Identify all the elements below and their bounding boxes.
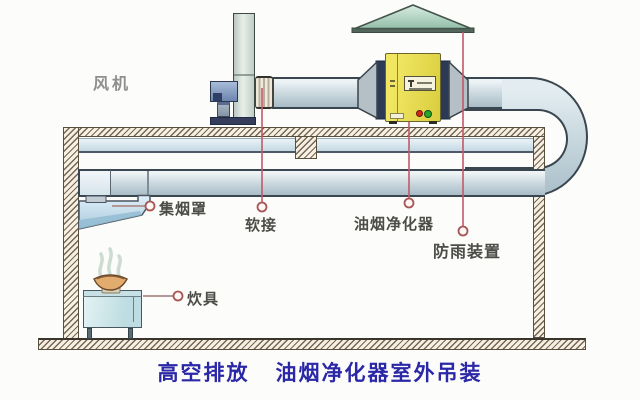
purifier-foot: [389, 121, 397, 124]
cooker-leg: [87, 328, 92, 339]
fan-inlet: [213, 93, 222, 101]
purifier-door-seam: [397, 54, 398, 121]
leader-lines-gray: [112, 205, 173, 297]
purifier-sticker: [390, 113, 404, 119]
duct-cone-left: [357, 60, 378, 120]
indoor-duct: [78, 169, 545, 197]
label-soft-joint: 软接: [245, 217, 278, 234]
soft-joint-leader-dot: [256, 201, 268, 213]
rain-guard-leader-dot: [457, 225, 469, 237]
logo-mark: [409, 88, 432, 90]
leader-dots: [144, 197, 469, 302]
label-hood: 集烟罩: [159, 201, 208, 218]
left-wall: [63, 127, 79, 339]
purifier-door-mark: [390, 80, 395, 82]
ceiling-beam-stub: [295, 136, 317, 159]
purifier-logo-plate: [404, 76, 436, 91]
label-fan: 风机: [93, 76, 132, 93]
right-wall: [533, 136, 545, 338]
flexible-joint: [255, 76, 273, 109]
diagram-title: 高空排放 油烟净化器室外吊装: [0, 357, 640, 387]
cooker-leg: [128, 328, 133, 339]
wok-rim: [96, 275, 125, 280]
leader-lines-red: [261, 32, 464, 226]
exhaust-stack-joint: [234, 74, 254, 76]
purifier-foot: [429, 121, 437, 124]
label-rain-guard: 防雨装置: [433, 244, 502, 261]
smoke-hood-shading: [79, 211, 142, 229]
floor: [38, 338, 586, 350]
purifier-green-button: [424, 110, 432, 118]
diagram-title-right: 油烟净化器室外吊装: [275, 362, 483, 385]
purifier-leader-dot: [403, 197, 415, 209]
purifier-door-mark: [390, 85, 395, 87]
fan-pedestal: [217, 102, 230, 117]
label-purifier: 油烟净化器: [354, 216, 435, 233]
steam: [98, 247, 123, 278]
logo-mark: [410, 80, 412, 87]
duct-cone-right: [448, 60, 469, 120]
hood-duct-connector: [85, 195, 107, 203]
fan-base-plate: [210, 117, 256, 125]
wok: [93, 274, 128, 291]
label-cooker: 炊具: [187, 291, 220, 308]
indoor-duct-joint: [147, 171, 149, 195]
rain-cap: [354, 4, 472, 30]
oil-fume-purifier: [385, 53, 441, 124]
purifier-red-button: [416, 110, 423, 117]
hood-leader-dot: [144, 200, 156, 212]
cooker-leader-dot: [172, 290, 184, 302]
cooker-side-panel: [133, 297, 143, 322]
diagram-title-left: 高空排放: [157, 362, 250, 385]
logo-mark: [417, 82, 432, 84]
